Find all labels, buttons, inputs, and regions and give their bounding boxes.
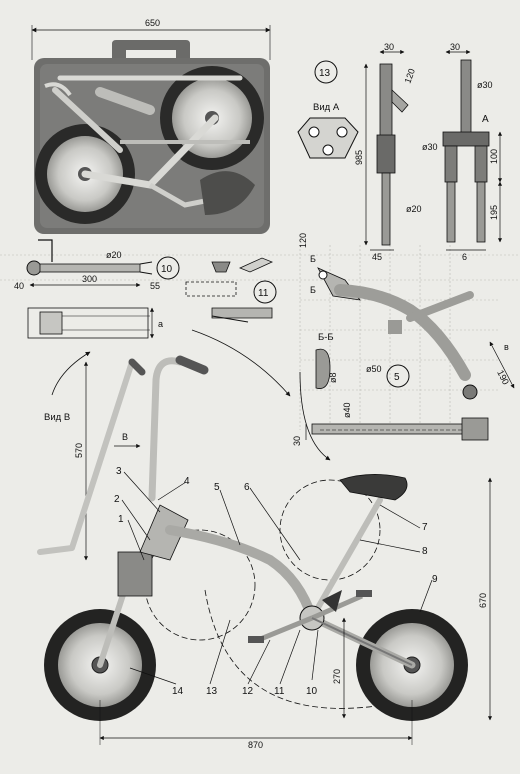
dim-frame-small: ø8 [328,372,338,383]
part-number-12: 12 [242,686,254,697]
dim-bike-height: 670 [478,593,488,608]
dim-bottom-height: 270 [332,669,342,684]
dim-fork2-bottom: 6 [462,252,467,262]
part-number-8: 8 [422,546,428,557]
dim-handle-height: 570 [74,443,84,458]
arrow-b-label: В [122,432,128,442]
dim-fork-height: 985 [354,150,364,165]
dim-fork2-dia: ø30 [477,80,493,90]
dim-frame-tube: ø50 [366,364,382,374]
part-number-10: 10 [306,686,318,697]
callout-10-label: 10 [161,264,173,275]
dim-case-width: 650 [145,18,160,28]
part-number-9: 9 [432,574,438,585]
part-number-14: 14 [172,686,184,697]
dim-fork2-lower: 195 [489,205,499,220]
dim-fork2-tube: ø30 [422,142,438,152]
dim-axle-right: 55 [150,281,160,291]
view-a-label: Вид А [313,102,340,113]
callout-13-label: 13 [319,68,331,79]
callout-5-label: 5 [394,372,400,383]
part-number-4: 4 [184,476,190,487]
fork-mark-a: А [482,114,489,125]
dim-fork-top: 30 [384,42,394,52]
dim-axle-dia: ø20 [106,250,122,260]
part-number-13: 13 [206,686,218,697]
dim-seat-offset: 30 [292,436,302,446]
callout-5 [386,364,410,388]
part-number-5: 5 [214,482,220,493]
frame-part-5: 120 Б Б ø50 Б-Б ø8 5 190 в [298,233,515,400]
seat-rod: ø40 30 [292,402,489,446]
axle-part-10: ø20 40 300 55 10 a [14,239,180,339]
section-label: Б-Б [318,332,334,343]
dim-axle-side: a [158,319,163,329]
dim-frame-angle: 190 [495,368,511,386]
part-number-7: 7 [422,522,428,533]
dim-frame-b: в [504,342,509,352]
folded-bike-case: 650 [31,18,271,234]
dim-frame-top: 120 [298,233,308,248]
part-number-1: 1 [118,514,124,525]
part-number-leaders [121,471,433,685]
dim-fork-bottom-dia: ø20 [406,204,422,214]
assembled-bike: 870 670 270 1 2 3 4 5 6 7 8 9 10 [44,329,493,750]
view-b-label: Вид В [44,412,70,423]
dim-axle-len: 300 [82,274,97,284]
view-b-handlebar: Вид В 570 В [37,351,209,561]
part-number-3: 3 [116,466,122,477]
dim-fork2-top: 30 [450,42,460,52]
section-mark-2: Б [310,285,316,295]
view-a-bracket [297,117,359,159]
callout-11-label: 11 [258,288,269,299]
part-number-11: 11 [274,686,285,697]
callout-13 [314,60,338,84]
dim-seat-dia: ø40 [342,402,352,418]
dim-bike-length: 870 [248,740,263,750]
dim-fork-angle: 120 [402,67,417,85]
callout-11 [253,280,277,304]
part-number-2: 2 [114,494,120,505]
dim-fork2-upper: 100 [489,149,499,164]
fork-side-view: 30 120 985 ø20 45 [354,42,422,262]
section-mark-1: Б [310,254,316,264]
clamp-part-11: 11 [185,257,277,323]
dim-fork-bottom-offset: 45 [372,252,382,262]
dim-axle-left: 40 [14,281,24,291]
fork-front-view: 30 ø30 А ø30 100 195 6 [422,42,503,262]
callout-10 [156,256,180,280]
part-number-6: 6 [244,482,250,493]
